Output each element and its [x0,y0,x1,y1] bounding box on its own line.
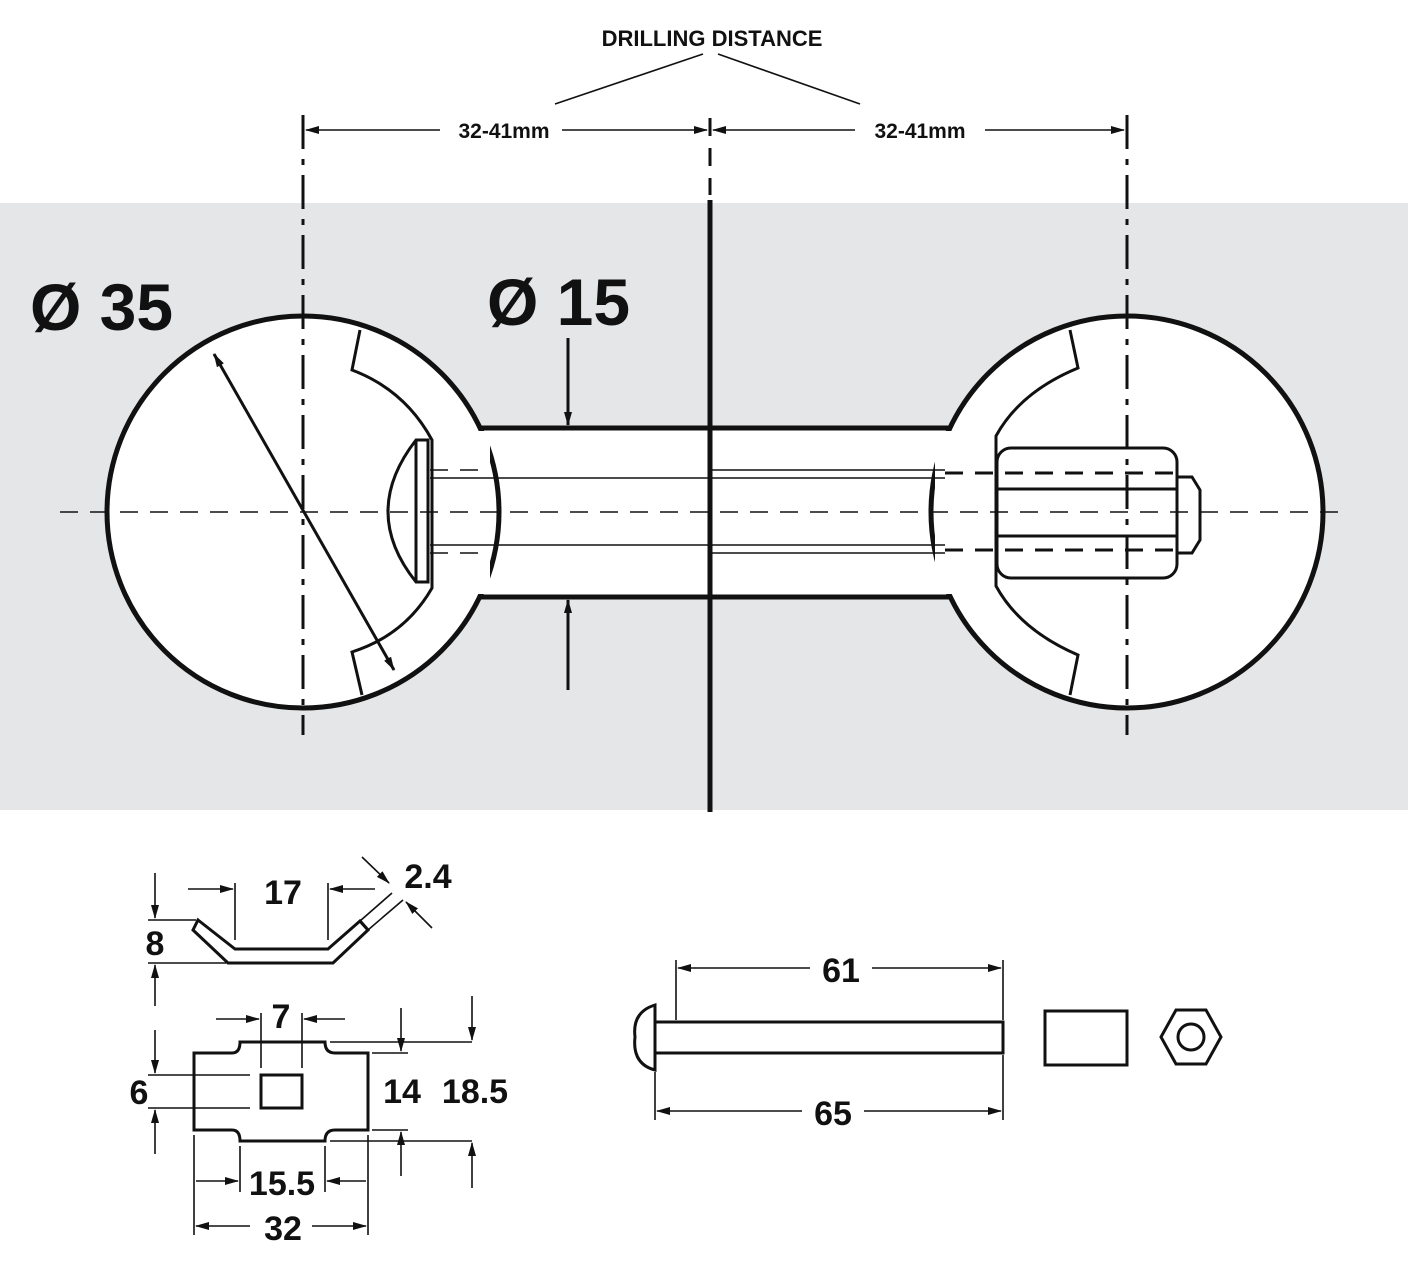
plate-height-14: 14 [383,1073,421,1111]
bracket-profile: 17 2.4 8 [146,856,452,1006]
plate-drawing: 7 6 14 18.5 15.5 32 [130,996,508,1248]
drilling-distance-left: 32-41mm [458,120,549,143]
plate-width-15-5: 15.5 [249,1165,315,1203]
hole-width-7: 7 [272,998,291,1036]
plate-width-32: 32 [264,1210,302,1248]
drilling-distance-title: DRILLING DISTANCE [602,26,823,51]
square-hole [259,1073,304,1110]
plate-height-18-5: 18.5 [442,1073,508,1111]
bracket-thickness-2-4: 2.4 [404,858,451,896]
hex-nut-icon [1159,1008,1223,1066]
leader-line-right [717,53,861,105]
diameter-35-label: Ø 35 [30,270,173,344]
hole-height-6: 6 [130,1074,149,1112]
bolt-length-65: 65 [814,1095,852,1133]
bracket-width-17: 17 [264,874,302,912]
drilling-distance-right: 32-41mm [874,120,965,143]
leader-line-left [554,53,704,105]
bolt-drawing: 61 65 [633,952,1223,1133]
sleeve [1043,1009,1129,1067]
bolt-length-61: 61 [822,952,860,990]
bracket-height-8: 8 [146,925,165,963]
nut [995,446,1179,580]
diameter-35-dim [212,353,396,671]
bolt-tip [1177,475,1202,555]
diameter-15-label: Ø 15 [487,265,630,339]
